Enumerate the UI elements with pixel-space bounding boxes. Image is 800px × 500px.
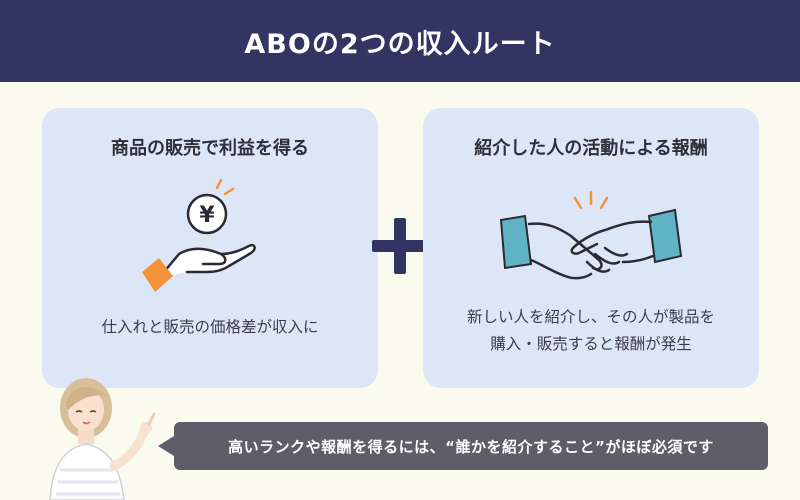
yen-coin-hand-icon: ¥ [142, 178, 256, 292]
svg-text:¥: ¥ [199, 203, 215, 228]
card-description: 仕入れと販売の価格差が収入に [62, 314, 358, 341]
card-referral-rewards: 紹介した人の活動による報酬 新しい人を紹介し、その人が製品を 購入・販売すると報… [423, 108, 759, 388]
woman-pointing-icon [49, 378, 156, 500]
card-description: 新しい人を紹介し、その人が製品を 購入・販売すると報酬が発生 [443, 304, 739, 358]
handshake-icon [499, 190, 683, 280]
header-banner: ABOの2つの収入ルート [0, 0, 800, 82]
description-line: 新しい人を紹介し、その人が製品を [466, 308, 715, 326]
card-title: 紹介した人の活動による報酬 [474, 138, 708, 159]
card-product-sales: 商品の販売で利益を得る ¥ 仕入れと販売の価格差が収入に [42, 108, 378, 388]
page-title: ABOの2つの収入ルート [244, 28, 556, 60]
speech-bubble: 高いランクや報酬を得るには、“誰かを紹介すること”がほぼ必須です [158, 422, 768, 470]
description-line: 購入・販売すると報酬が発生 [490, 335, 692, 354]
speech-bubble-text: 高いランクや報酬を得るには、“誰かを紹介すること”がほぼ必須です [228, 437, 714, 456]
plus-icon [372, 218, 428, 274]
card-title: 商品の販売で利益を得る [111, 138, 309, 159]
description-line: 仕入れと販売の価格差が収入に [101, 318, 319, 336]
